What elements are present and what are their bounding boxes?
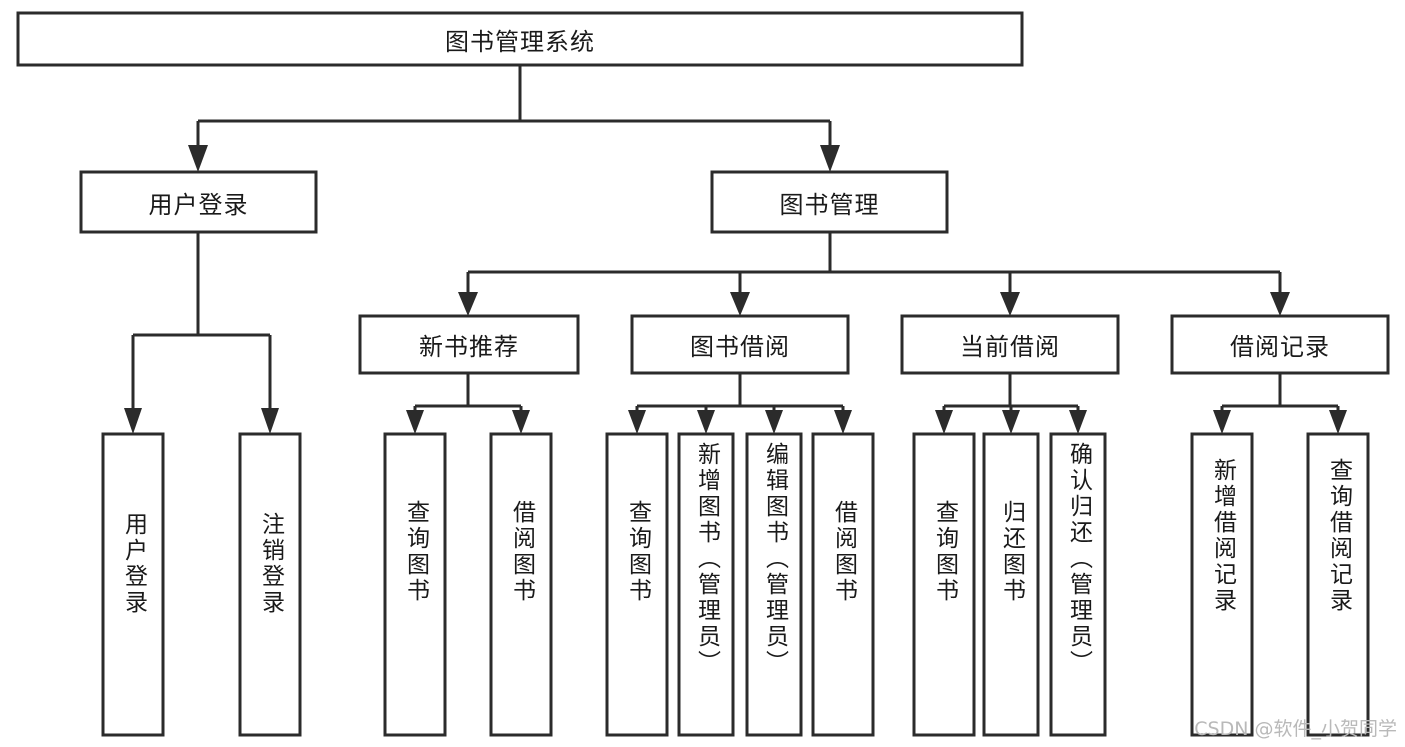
arrow-head-leaf-bookborrow-2 [697,410,715,434]
connector-group-currentborrow [935,373,1087,434]
leaf-box-book-borrow-3[interactable] [745,432,803,737]
leaf-box-book-borrow-2[interactable] [677,432,735,737]
arrow-head-borrowrecord [1270,292,1290,316]
leaf-box-user-login-1[interactable] [101,432,165,737]
leaf-box-new-book-2[interactable] [489,432,553,737]
arrow-head-leaf-user-login-2 [261,408,279,434]
connector-group-borrowrecord [1213,373,1347,434]
arrow-head-currentborrow [1000,292,1020,316]
arrow-head-leaf-currentborrow-3 [1069,410,1087,434]
connector-group-root [188,66,840,172]
arrow-head-leaf-currentborrow-2 [1002,410,1020,434]
node-box-root[interactable] [16,11,1024,67]
node-box-user-login[interactable] [79,170,318,234]
arrow-head-leaf-bookborrow-1 [628,410,646,434]
arrow-head-leaf-user-login-1 [124,408,142,434]
arrow-head-newbook [458,292,478,316]
arrow-head-userlogin [188,145,208,172]
leaf-box-book-borrow-4[interactable] [811,432,875,737]
leaf-box-book-borrow-1[interactable] [605,432,669,737]
leaf-box-borrow-record-1[interactable] [1190,432,1254,737]
connector-group-userlogin [124,232,279,434]
node-box-book-management[interactable] [710,170,949,234]
node-box-borrow-record[interactable] [1170,314,1390,375]
leaf-box-current-borrow-3[interactable] [1049,432,1107,737]
leaf-box-current-borrow-2[interactable] [982,432,1040,737]
leaf-box-current-borrow-1[interactable] [912,432,976,737]
connector-group-bookmgmt [458,232,1290,316]
arrow-head-leaf-currentborrow-1 [935,410,953,434]
arrow-head-leaf-newbook-2 [512,410,530,434]
connector-group-bookborrow [628,373,852,434]
node-box-current-borrow[interactable] [900,314,1120,375]
node-box-new-book-recommend[interactable] [358,314,580,375]
node-box-book-borrow[interactable] [630,314,850,375]
leaf-box-borrow-record-2[interactable] [1306,432,1370,737]
arrow-head-leaf-newbook-1 [406,410,424,434]
leaf-box-user-login-2[interactable] [238,432,302,737]
arrow-head-leaf-borrowrecord-1 [1213,410,1231,434]
leaf-box-new-book-1[interactable] [383,432,447,737]
arrow-head-leaf-bookborrow-3 [765,410,783,434]
arrow-head-bookmgmt [820,145,840,172]
arrow-head-leaf-borrowrecord-2 [1329,410,1347,434]
arrow-head-bookborrow [730,292,750,316]
arrow-head-leaf-bookborrow-4 [834,410,852,434]
connector-group-newbook [406,373,530,434]
